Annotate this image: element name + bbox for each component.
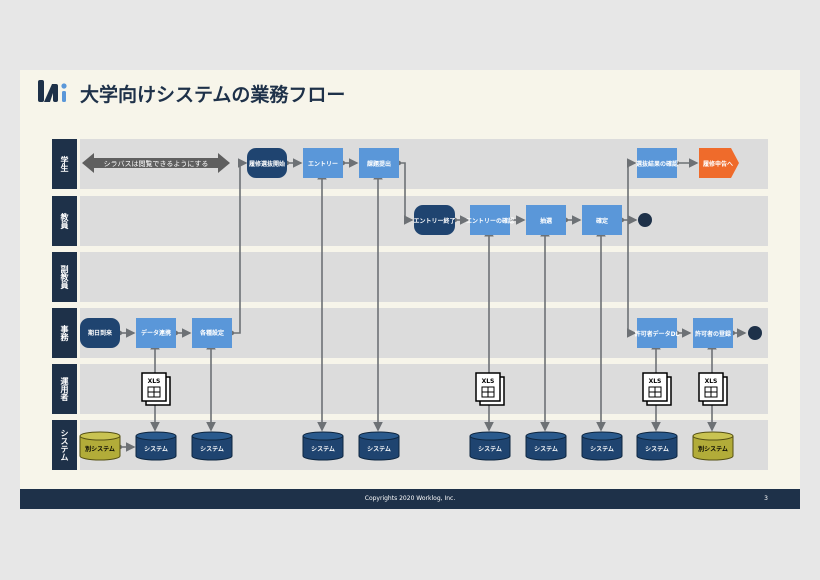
xls-file-label: XLS xyxy=(482,378,495,385)
worklog-logo xyxy=(38,80,67,102)
step-start-term xyxy=(80,318,120,348)
end-node-office xyxy=(748,326,762,340)
lane-band-assistant xyxy=(80,252,768,302)
other-system-db-label: 別システム xyxy=(84,445,115,453)
xls-file-icons: XLS XLS XLS XLS xyxy=(141,372,728,406)
lane-label-box-office xyxy=(52,308,77,358)
system-db-label: システム xyxy=(311,446,335,453)
system-db: システム xyxy=(191,431,233,461)
lane-label-box-system xyxy=(52,420,77,470)
lane-label-operator: 運用者 xyxy=(60,376,69,402)
step-permit-register xyxy=(693,318,733,348)
step-lottery-label: 抽選 xyxy=(540,217,552,225)
step-permit-dl xyxy=(637,318,677,348)
step-registration-apply xyxy=(699,148,739,178)
lane-label-student: 学生 xyxy=(60,155,69,173)
system-db: システム xyxy=(636,431,678,461)
step-data-link-label: データ連携 xyxy=(141,329,171,337)
step-submit xyxy=(359,148,399,178)
step-entry xyxy=(303,148,343,178)
step-entry-confirm-label: エントリーの確認 xyxy=(466,217,514,225)
lane-labels: 学生 教員 副教員 事務 運用者 システム xyxy=(59,155,69,461)
footer-copyright: Copyrights 2020 Worklog, Inc. xyxy=(364,495,456,502)
step-decide-label: 確定 xyxy=(596,217,608,225)
xls-file-icon: XLS xyxy=(698,372,728,406)
xls-file-icon: XLS xyxy=(475,372,505,406)
other-system-db-label: 別システム xyxy=(697,445,728,453)
step-data-link xyxy=(136,318,176,348)
step-lottery xyxy=(526,205,566,235)
xls-file-label: XLS xyxy=(148,378,161,385)
lane-label-box-operator xyxy=(52,364,77,414)
system-db: システム xyxy=(525,431,567,461)
xls-file-icon: XLS xyxy=(642,372,672,406)
step-settings-label: 各種設定 xyxy=(199,329,224,337)
lane-label-faculty: 教員 xyxy=(59,212,69,230)
system-db: システム xyxy=(135,431,177,461)
step-permit-dl-label: 許可者データDL xyxy=(635,330,680,338)
lane-label-box-student xyxy=(52,139,77,189)
system-db-label: システム xyxy=(200,446,224,453)
step-settings xyxy=(192,318,232,348)
step-start-term-label: 期日到来 xyxy=(87,329,113,337)
system-db: システム xyxy=(469,431,511,461)
system-db: システム xyxy=(358,431,400,461)
lane-label-assistant: 副教員 xyxy=(59,265,69,290)
system-db-label: システム xyxy=(478,446,502,453)
lane-label-box-assistant xyxy=(52,252,77,302)
step-result-confirm-label: 選抜結果の確認 xyxy=(636,160,678,168)
syllabus-note-arrow: シラバスは閲覧できるようにする xyxy=(82,153,230,173)
end-node-faculty xyxy=(638,213,652,227)
system-db: システム xyxy=(581,431,623,461)
process-steps: 期日到来 データ連携 各種設定 履修選抜開始 エントリー 課題提出 エントリー終… xyxy=(80,148,739,348)
other-system-db-2: 別システム xyxy=(692,431,734,461)
step-submit-label: 課題提出 xyxy=(367,160,391,168)
step-registration-start-label: 履修選抜開始 xyxy=(248,160,285,168)
lane-label-office: 事務 xyxy=(59,324,69,342)
xls-file-icon: XLS xyxy=(141,372,171,406)
system-db-label: システム xyxy=(144,446,168,453)
step-entry-confirm xyxy=(470,205,510,235)
step-registration-apply-label: 履修申告へ xyxy=(702,160,733,168)
system-db-label: システム xyxy=(645,446,669,453)
system-db: システム xyxy=(302,431,344,461)
xls-file-label: XLS xyxy=(649,378,662,385)
step-entry-end-label: エントリー終了 xyxy=(413,217,455,225)
step-permit-register-label: 許可者の登録 xyxy=(695,330,732,338)
system-db-label: システム xyxy=(367,446,391,453)
system-databases: 別システム システム システム システム システム システム xyxy=(79,431,734,461)
other-system-db-1: 別システム xyxy=(79,431,121,461)
system-db-label: システム xyxy=(534,446,558,453)
page-number: 3 xyxy=(764,495,768,502)
xls-file-label: XLS xyxy=(705,378,718,385)
step-entry-end xyxy=(414,205,455,235)
step-registration-start xyxy=(247,148,287,178)
step-result-confirm xyxy=(637,148,677,178)
lane-label-system: システム xyxy=(60,429,69,461)
page-title: 大学向けシステムの業務フロー xyxy=(80,84,346,106)
system-db-label: システム xyxy=(590,446,614,453)
swimlanes xyxy=(52,139,768,470)
lane-label-box-faculty xyxy=(52,196,77,246)
step-decide xyxy=(582,205,622,235)
syllabus-note-text: シラバスは閲覧できるようにする xyxy=(104,159,209,168)
footer-bar: Copyrights 2020 Worklog, Inc. 3 xyxy=(20,489,800,509)
step-entry-label: エントリー xyxy=(308,161,338,168)
